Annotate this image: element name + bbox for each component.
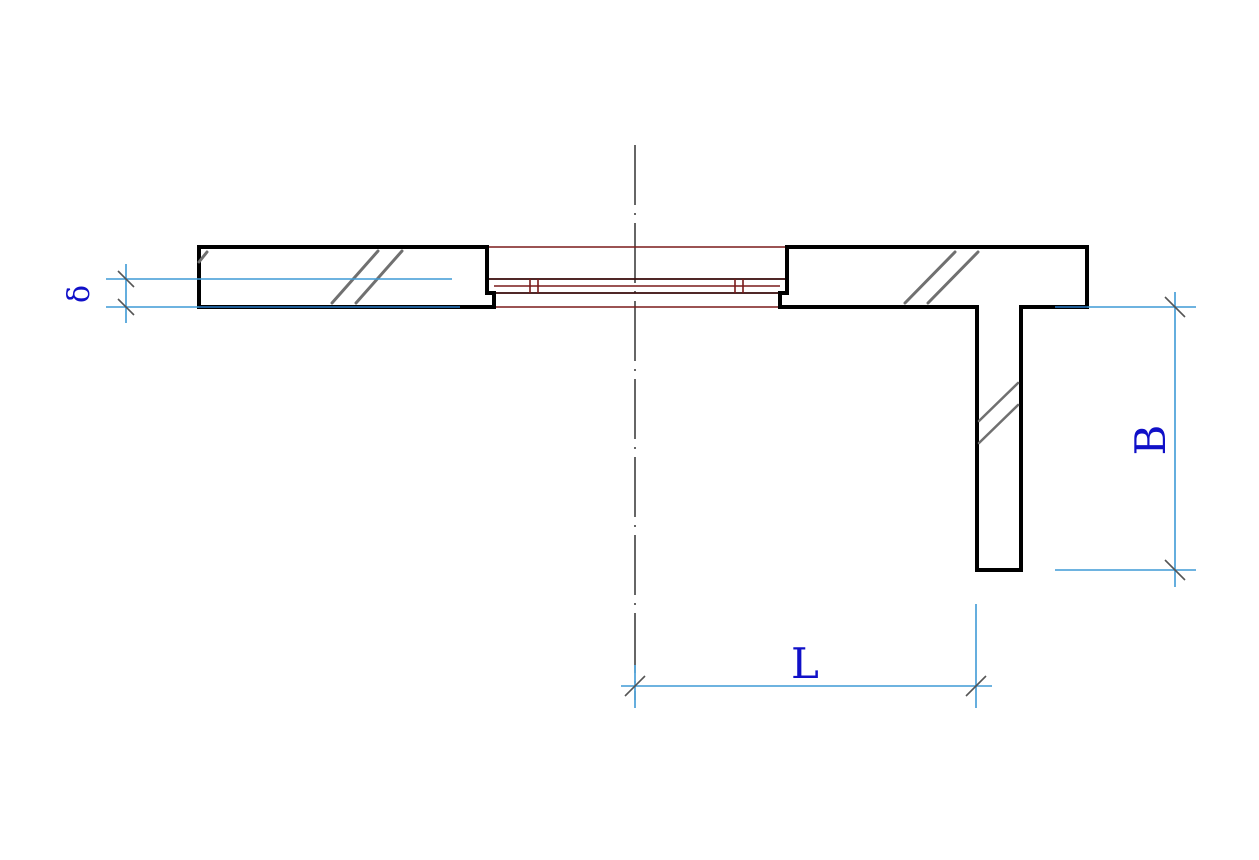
flange-height-dimension: B	[1055, 292, 1196, 587]
left-slab	[197, 245, 496, 309]
thickness-label: δ	[62, 285, 97, 303]
overhang-length-label: L	[791, 639, 819, 688]
central-plate	[486, 246, 788, 308]
right-t-slab	[778, 245, 1089, 572]
overhang-length-dimension: L	[621, 604, 992, 708]
flange-height-label: B	[1126, 425, 1175, 456]
thickness-dimension: δ	[62, 264, 452, 323]
